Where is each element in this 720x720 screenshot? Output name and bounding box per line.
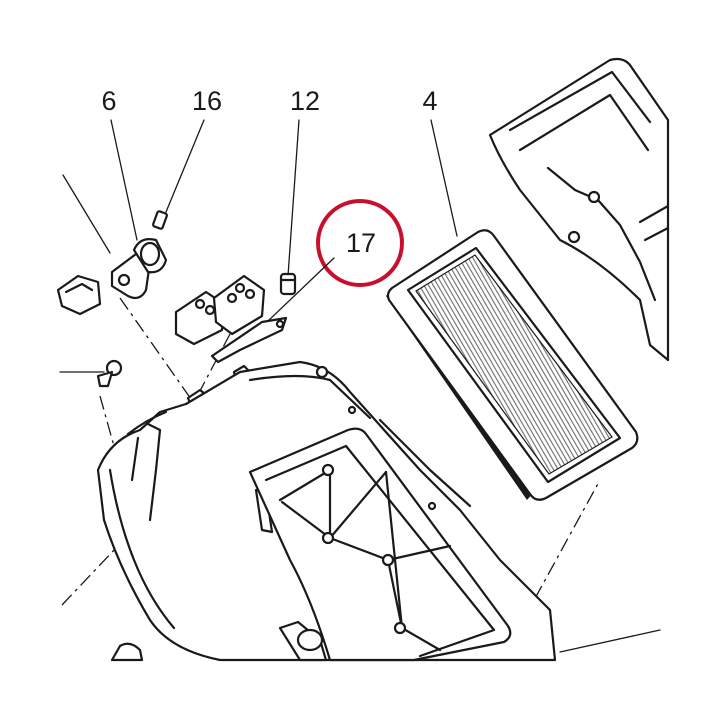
callout-16: 16: [192, 86, 222, 116]
leader-16: [165, 119, 205, 213]
callout-12: 12: [290, 86, 320, 116]
air-filter: [386, 229, 639, 501]
sensor-gasket: [110, 252, 152, 300]
callout-17: 17: [346, 228, 376, 258]
leader-12: [287, 119, 300, 277]
highlight-circle: [316, 199, 404, 287]
sensor-assembly: [56, 210, 168, 316]
screw-16: [152, 210, 168, 230]
callout-6: 6: [101, 86, 116, 116]
screw-12: [279, 272, 297, 296]
leader-4: [430, 119, 458, 237]
leader-left-top: [62, 174, 111, 254]
upper-airbox-cover: [488, 57, 670, 362]
leader-6: [110, 119, 138, 241]
intake-tray: [110, 427, 512, 662]
filter-pleats: [415, 254, 613, 475]
connector-left: [56, 274, 102, 316]
bolt-left: [96, 359, 123, 388]
connector-block: [174, 272, 297, 346]
leader-bottom-right: [559, 629, 661, 653]
callout-4: 4: [422, 86, 437, 116]
